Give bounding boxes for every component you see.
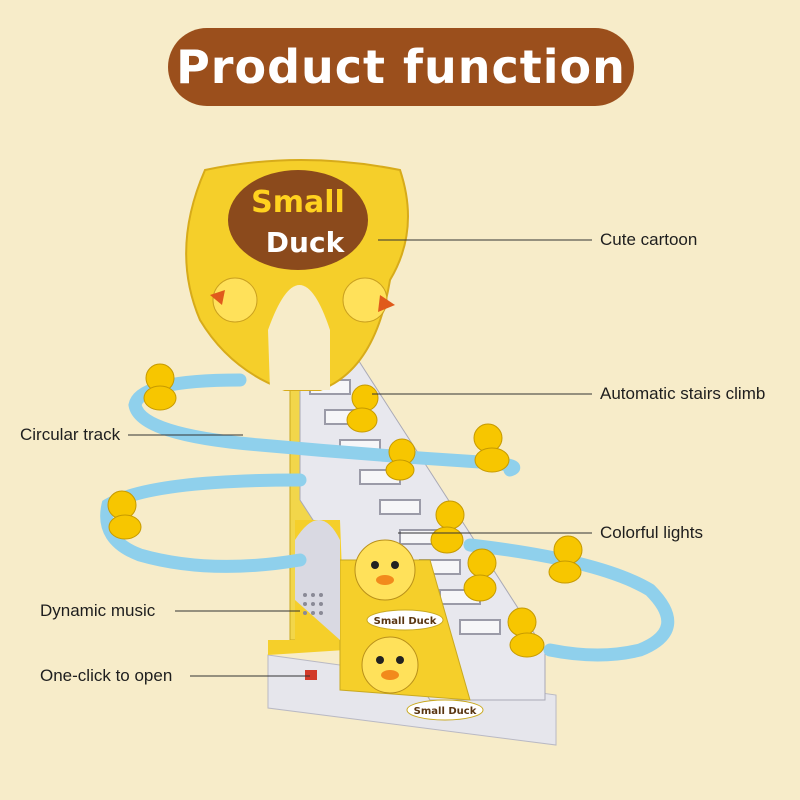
sign-title-badge [228, 170, 368, 270]
duck [548, 535, 583, 584]
label-cute-cartoon: Cute cartoon [600, 230, 698, 249]
duck [385, 438, 416, 481]
base-sign-2: Small Duck [406, 699, 484, 721]
label-dynamic-music: Dynamic music [40, 601, 156, 620]
sign-title-line2: Duck [266, 226, 346, 259]
sign-duck-left [212, 277, 258, 323]
duck [473, 423, 510, 473]
duck [143, 363, 177, 411]
page-title: Product function [168, 28, 634, 106]
speaker-grille [303, 593, 323, 615]
sign-title-line1: Small [251, 185, 345, 220]
svg-text:Small Duck: Small Duck [414, 706, 477, 717]
label-one-click: One-click to open [40, 666, 173, 685]
duck [507, 607, 545, 658]
panel-duck-face [354, 539, 416, 601]
power-switch [305, 670, 317, 680]
sign-cutout [268, 285, 330, 390]
base-sign-1: Small Duck [366, 609, 444, 631]
label-circular-track: Circular track [20, 425, 121, 444]
duck [107, 490, 142, 540]
panel-duck-face-2 [361, 636, 419, 694]
arch-opening [295, 520, 340, 640]
svg-text:Small Duck: Small Duck [374, 616, 437, 627]
duck [463, 548, 497, 602]
label-colorful-lights: Colorful lights [600, 523, 703, 542]
duck [346, 384, 379, 433]
label-automatic-stairs: Automatic stairs climb [600, 384, 766, 403]
